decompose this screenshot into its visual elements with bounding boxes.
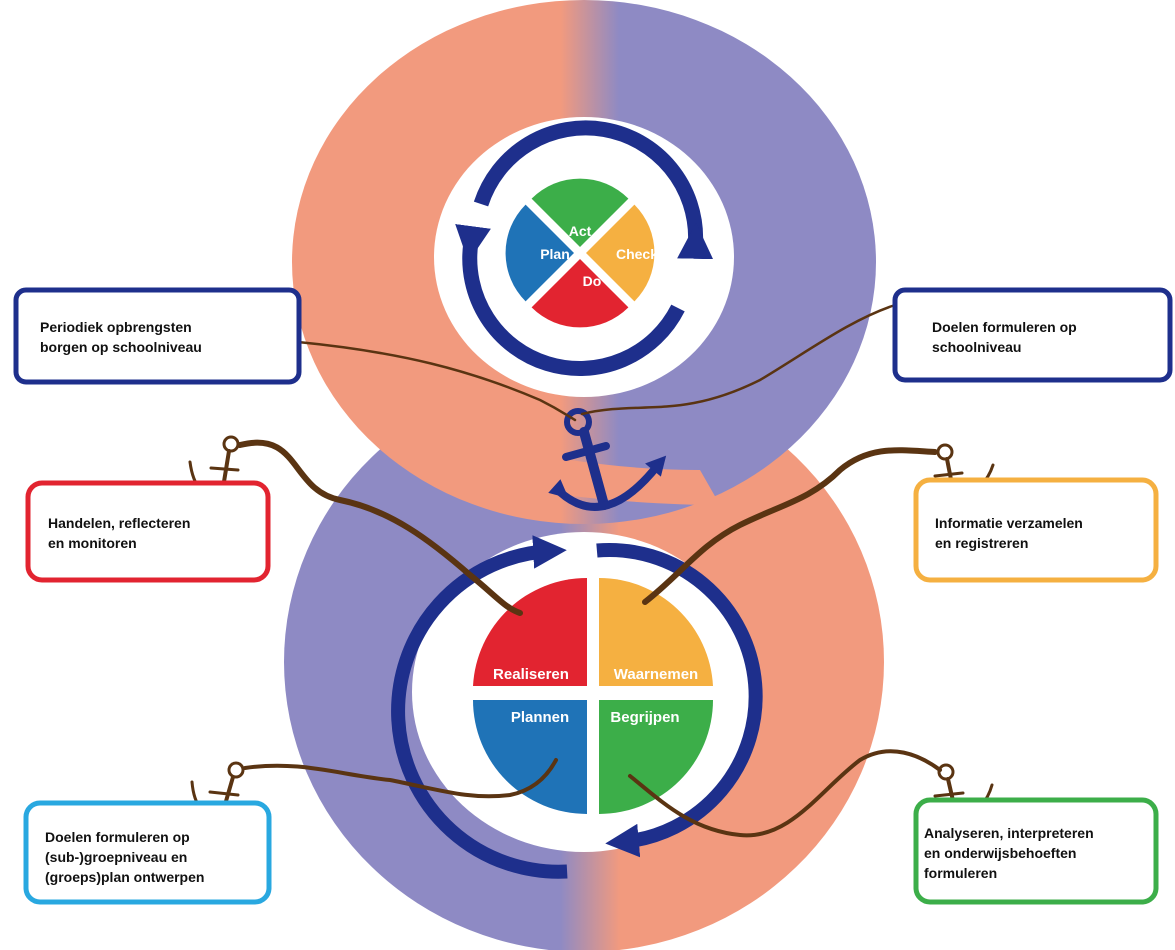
- cycle-arrow-left: [391, 535, 568, 879]
- box-bottom-left: Doelen formuleren op (sub-)groepniveau e…: [23, 800, 272, 905]
- school-cycle: Realiseren Waarnemen Plannen Begrijpen: [391, 535, 763, 879]
- waarnemen-label: Waarnemen: [614, 666, 698, 683]
- upper-loop-hole: [434, 117, 734, 397]
- box-mid-left-line-1: Handelen, reflecteren: [48, 515, 190, 531]
- box-bottom-right-line-1: Analyseren, interpreteren: [924, 825, 1094, 841]
- box-top-left-line-2: borgen op schoolniveau: [40, 339, 202, 355]
- pdca-check-label: Check: [616, 246, 658, 262]
- rope-top-left: [296, 340, 577, 422]
- pdca-check-quadrant: [586, 204, 655, 302]
- box-mid-right-line-2: en registreren: [935, 535, 1028, 551]
- box-top-left: Periodiek opbrengsten borgen op schoolni…: [13, 287, 302, 385]
- box-bottom-left-line-3: (groeps)plan ontwerpen: [45, 869, 204, 885]
- pdca-act-quadrant: [531, 178, 629, 247]
- pdca-do-label: Do: [583, 273, 602, 289]
- plannen-label: Plannen: [511, 709, 569, 726]
- box-top-left-line-1: Periodiek opbrengsten: [40, 319, 192, 335]
- rope-top-right: [580, 303, 897, 416]
- box-mid-left: Handelen, reflecteren en monitoren: [25, 480, 271, 583]
- waarnemen-quadrant: [599, 577, 713, 686]
- box-bottom-right: Analyseren, interpreteren en onderwijsbe…: [913, 797, 1159, 905]
- rope-mid-left: [237, 439, 523, 616]
- box-top-right-line-1: Doelen formuleren op: [932, 319, 1077, 335]
- box-mid-right: Informatie verzamelen en registreren: [913, 477, 1159, 583]
- box-mid-right-line-1: Informatie verzamelen: [935, 515, 1083, 531]
- box-bottom-right-line-3: formuleren: [924, 865, 997, 881]
- box-bottom-left-line-1: Doelen formuleren op: [45, 829, 190, 845]
- begrijpen-quadrant: [599, 700, 713, 814]
- pdca-plan-quadrant: [505, 204, 574, 302]
- begrijpen-label: Begrijpen: [610, 709, 679, 726]
- pdca-plan-label: Plan: [540, 246, 570, 262]
- realiseren-quadrant: [473, 577, 587, 686]
- central-anchor-icon: [548, 408, 667, 511]
- box-top-right: Doelen formuleren op schoolniveau: [892, 287, 1173, 383]
- rope-bottom-right: [628, 749, 942, 838]
- pdca-cycle: Act Plan Check Do: [455, 120, 714, 376]
- pdca-do-quadrant: [531, 259, 629, 328]
- crossing-band: [440, 430, 720, 505]
- box-top-right-line-2: schoolniveau: [932, 339, 1021, 355]
- box-bottom-right-line-2: en onderwijsbehoeften: [924, 845, 1076, 861]
- box-mid-left-line-2: en monitoren: [48, 535, 137, 551]
- pdca-arrow-upper: [473, 120, 714, 260]
- rope-bottom-left: [243, 758, 558, 799]
- rope-mid-right: [642, 447, 938, 605]
- realiseren-label: Realiseren: [493, 666, 569, 683]
- pdca-act-label: Act: [569, 223, 592, 239]
- box-bottom-left-line-2: (sub-)groepniveau en: [45, 849, 187, 865]
- plannen-quadrant: [473, 700, 587, 814]
- ropes: [237, 303, 942, 838]
- pdca-arrow-lower: [455, 224, 685, 376]
